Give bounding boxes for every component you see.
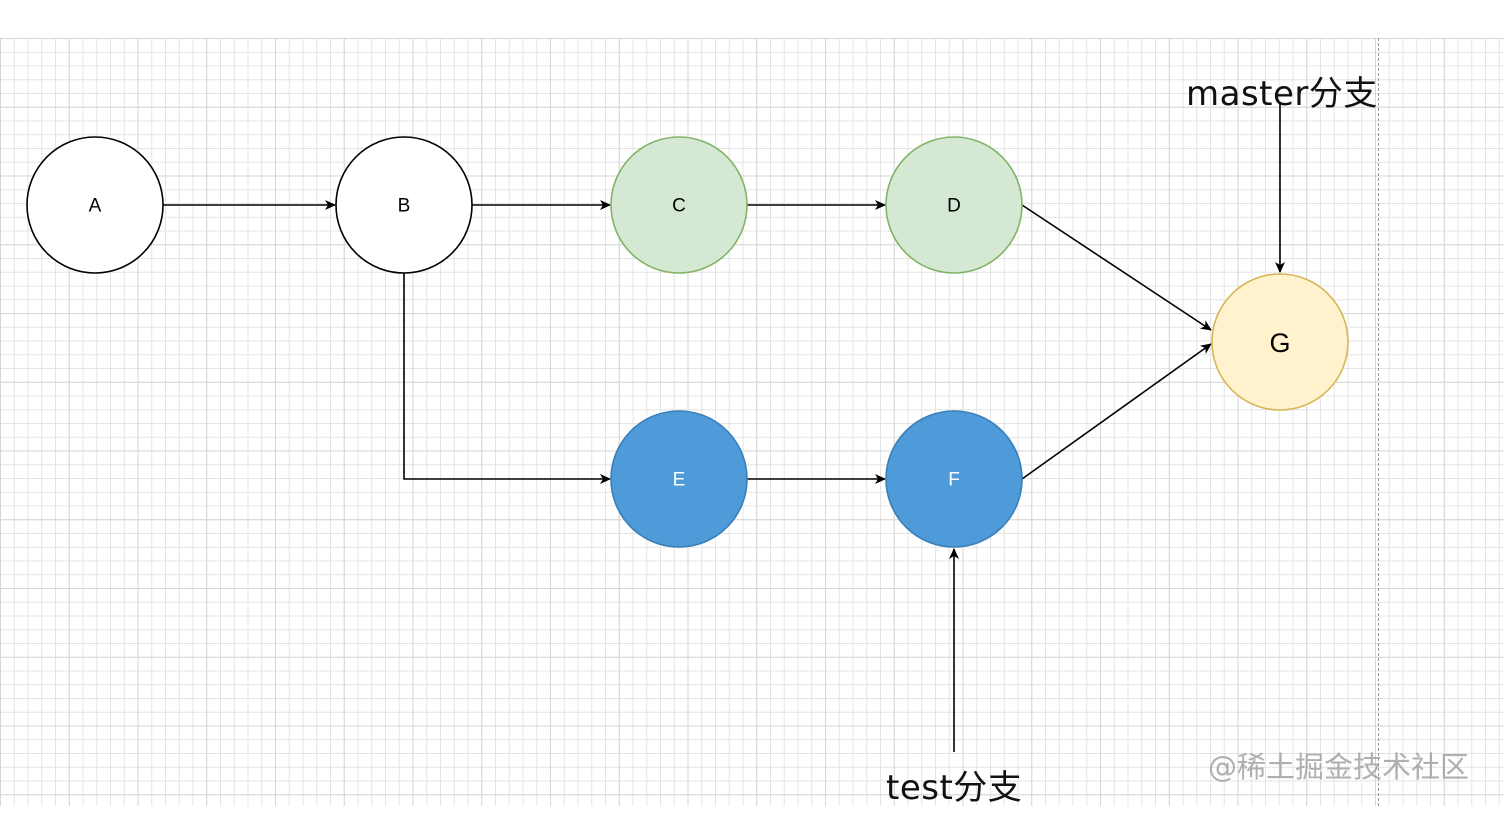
commit-node-a: A [26, 136, 164, 274]
commit-node-e: E [610, 410, 748, 548]
nodes-layer: A B C D E F G [26, 136, 1349, 548]
commit-node-b: B [335, 136, 473, 274]
commit-node-c: C [610, 136, 748, 274]
edge-f-to-g-arrow [1021, 343, 1212, 480]
watermark-text: @稀土掘金技术社区 [1208, 750, 1470, 784]
commit-label-d: D [947, 196, 961, 217]
commit-label-b: B [398, 196, 411, 217]
commit-circle-f [885, 410, 1023, 548]
commit-node-d: D [885, 136, 1023, 274]
commit-circle-g [1211, 273, 1349, 411]
commit-label-e: E [673, 470, 686, 491]
page-boundary-line [1378, 38, 1379, 806]
test-branch-label: test分支 [886, 768, 1023, 808]
commit-circle-b [335, 136, 473, 274]
edge-b-to-e-arrow [403, 273, 611, 484]
commit-label-f: F [948, 470, 960, 491]
edges-layer [163, 104, 1285, 752]
edge-d-to-g-arrow [1021, 204, 1212, 331]
commit-label-g: G [1269, 328, 1290, 358]
commit-circle-c [610, 136, 748, 274]
commit-node-g: G [1211, 273, 1349, 411]
commit-label-a: A [89, 196, 102, 217]
commit-circle-a [26, 136, 164, 274]
master-branch-label: master分支 [1186, 74, 1378, 114]
grid-major-lines [0, 38, 1504, 806]
commit-circle-d [885, 136, 1023, 274]
commit-node-f: F [885, 410, 1023, 548]
commit-label-c: C [672, 196, 686, 217]
commit-circle-e [610, 410, 748, 548]
